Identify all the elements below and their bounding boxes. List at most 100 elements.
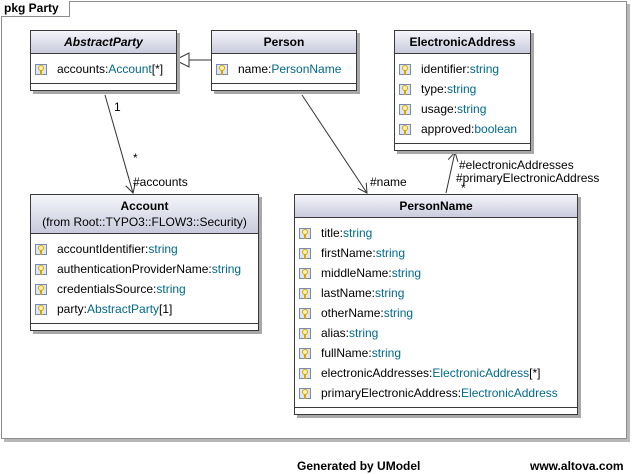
attribute-row[interactable]: approved:boolean — [395, 119, 530, 139]
attribute-type: PersonName — [271, 62, 342, 76]
attribute-key-icon — [35, 262, 49, 276]
attribute-name: electronicAddresses: — [321, 366, 433, 380]
class-account-name: Account — [120, 199, 169, 213]
attribute-type: string — [156, 282, 186, 296]
attribute-type: string — [371, 346, 402, 360]
attribute-row[interactable]: type:string — [395, 79, 530, 99]
attribute-key-icon — [299, 346, 313, 360]
attribute-type: string — [469, 62, 500, 76]
class-account-operations — [31, 324, 258, 330]
attribute-key-icon — [299, 226, 313, 240]
attribute-name: type: — [421, 82, 448, 96]
class-electronic-address-operations — [395, 144, 530, 150]
association-name — [301, 94, 368, 194]
attribute-row[interactable]: usage:string — [395, 99, 530, 119]
attribute-row[interactable]: identifier:string — [395, 59, 530, 79]
attribute-key-icon — [35, 302, 49, 316]
attribute-name: title: — [321, 226, 344, 240]
attribute-type: string — [375, 286, 405, 300]
class-account-from: (from Root::TYPO3::FLOW3::Security) — [42, 215, 247, 229]
multiplicity-star-label-2: * — [461, 181, 466, 195]
class-abstract-party[interactable]: AbstractParty accounts:Account[*] — [30, 30, 177, 91]
attribute-row[interactable]: middleName:string — [295, 263, 577, 283]
attribute-name: name: — [238, 62, 272, 76]
class-abstract-party-operations — [31, 84, 176, 90]
attribute-name: approved: — [421, 122, 475, 136]
attribute-row[interactable]: authenticationProviderName:string — [31, 259, 258, 279]
attribute-row[interactable]: firstName:string — [295, 243, 577, 263]
attribute-key-icon — [299, 306, 313, 320]
attribute-key-icon — [299, 286, 313, 300]
multiplicity-one-label: 1 — [114, 100, 121, 114]
attribute-key-icon — [299, 266, 313, 280]
attribute-name: identifier: — [421, 62, 470, 76]
attribute-multiplicity: [1] — [159, 302, 173, 316]
attribute-name: accounts: — [57, 62, 109, 76]
attribute-name: middleName: — [321, 266, 392, 280]
class-abstract-party-header: AbstractParty — [31, 31, 176, 54]
footer-site-link[interactable]: www.altova.com — [530, 459, 624, 473]
attribute-name: lastName: — [321, 286, 376, 300]
attribute-row[interactable]: otherName:string — [295, 303, 577, 323]
role-accounts-label: #accounts — [133, 175, 188, 189]
attribute-type: string — [383, 306, 414, 320]
attribute-key-icon — [399, 82, 413, 96]
association-accounts — [104, 94, 136, 194]
role-primary-electronic-address-label: #primaryElectronicAddress — [456, 171, 600, 185]
attribute-type: Account — [108, 62, 152, 76]
class-person[interactable]: Person name:PersonName — [211, 30, 357, 91]
class-person-name-operations — [295, 408, 577, 414]
attribute-row[interactable]: fullName:string — [295, 343, 577, 363]
attribute-row[interactable]: name:PersonName — [212, 59, 356, 79]
attribute-type: string — [211, 262, 242, 276]
attribute-type: boolean — [474, 122, 518, 136]
attribute-row[interactable]: accounts:Account[*] — [31, 59, 176, 79]
role-electronic-addresses-label: #electronicAddresses — [459, 158, 574, 172]
attribute-key-icon — [216, 62, 230, 76]
attribute-multiplicity: [*] — [151, 62, 164, 76]
attribute-name: party: — [57, 302, 88, 316]
package-label: pkg Party — [1, 1, 70, 17]
attribute-multiplicity: [*] — [529, 366, 541, 380]
class-electronic-address[interactable]: ElectronicAddress identifier:string type… — [394, 30, 531, 151]
attribute-type: string — [447, 82, 477, 96]
attribute-row[interactable]: credentialsSource:string — [31, 279, 258, 299]
generalization-triangle — [173, 52, 190, 68]
attribute-key-icon — [299, 246, 313, 260]
attribute-key-icon — [35, 242, 49, 256]
attribute-type: string — [457, 102, 487, 116]
attribute-key-icon — [399, 102, 413, 116]
footer-generated-text: Generated by UModel — [297, 459, 421, 473]
class-account[interactable]: Account (from Root::TYPO3::FLOW3::Securi… — [30, 194, 259, 331]
attribute-row[interactable]: party:AbstractParty[1] — [31, 299, 258, 319]
class-account-header: Account (from Root::TYPO3::FLOW3::Securi… — [31, 195, 258, 234]
attribute-row[interactable]: title:string — [295, 223, 577, 243]
attribute-name: alias: — [321, 326, 350, 340]
class-account-attributes: accountIdentifier:string authenticationP… — [31, 234, 258, 324]
class-person-attributes: name:PersonName — [212, 54, 356, 84]
attribute-key-icon — [35, 62, 49, 76]
role-name-label: #name — [370, 175, 407, 189]
attribute-name: authenticationProviderName: — [57, 262, 212, 276]
attribute-row[interactable]: lastName:string — [295, 283, 577, 303]
attribute-type: ElectronicAddress — [432, 366, 530, 380]
attribute-type: string — [148, 242, 178, 256]
attribute-name: credentialsSource: — [57, 282, 157, 296]
class-electronic-address-header: ElectronicAddress — [395, 31, 530, 54]
attribute-key-icon — [399, 62, 413, 76]
multiplicity-star-label: * — [133, 151, 138, 165]
attribute-row[interactable]: alias:string — [295, 323, 577, 343]
attribute-row[interactable]: primaryElectronicAddress:ElectronicAddre… — [295, 383, 577, 403]
attribute-key-icon — [299, 386, 313, 400]
class-person-operations — [212, 84, 356, 90]
class-person-name[interactable]: PersonName title:string firstName:string… — [294, 194, 578, 415]
class-person-name-attributes: title:string firstName:string middleName… — [295, 218, 577, 408]
attribute-name: otherName: — [321, 306, 384, 320]
attribute-type: string — [375, 246, 406, 260]
attribute-type: string — [343, 226, 373, 240]
attribute-row[interactable]: electronicAddresses:ElectronicAddress[*] — [295, 363, 577, 383]
class-abstract-party-attributes: accounts:Account[*] — [31, 54, 176, 84]
association-electronic-addresses — [445, 150, 459, 194]
attribute-row[interactable]: accountIdentifier:string — [31, 239, 258, 259]
